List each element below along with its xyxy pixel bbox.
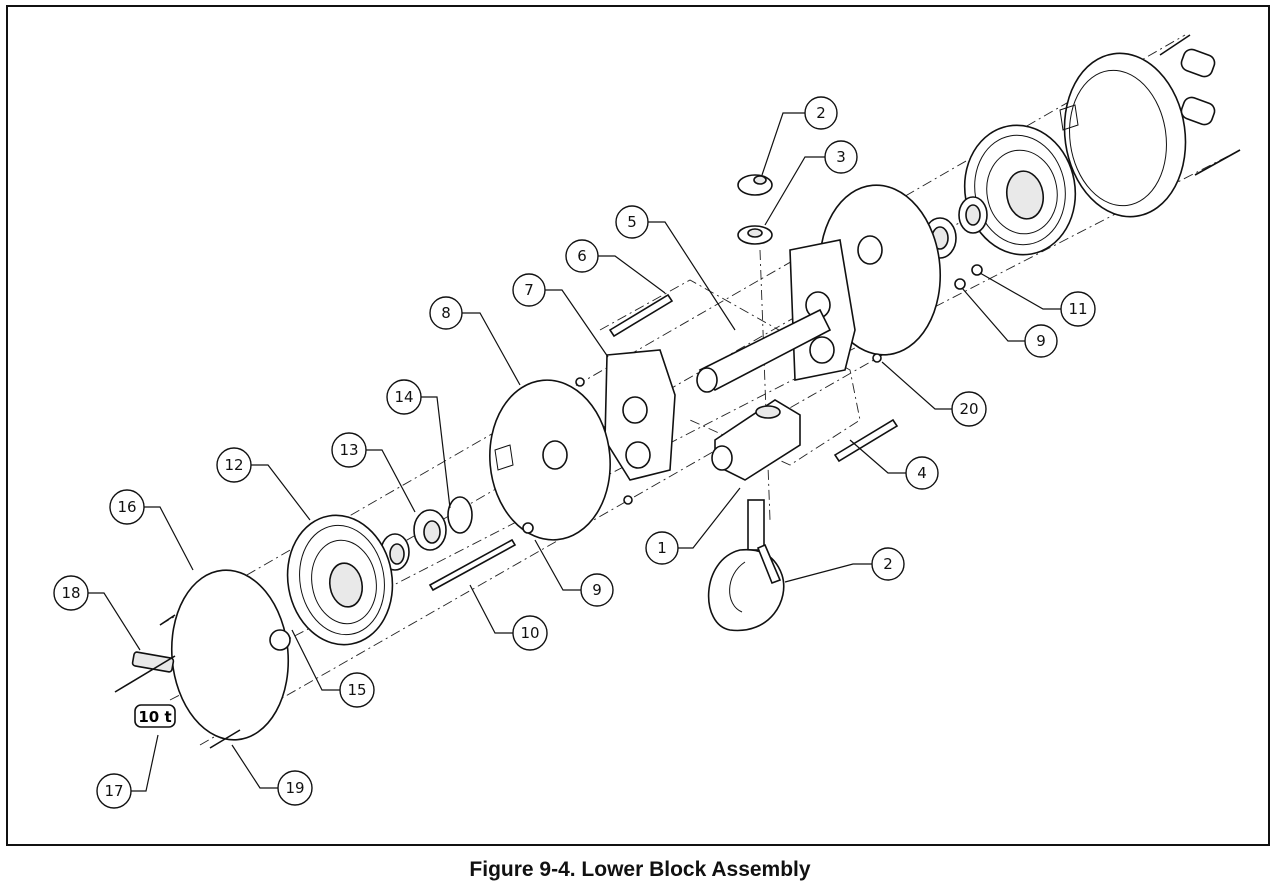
callout-18: 18 (53, 575, 89, 611)
svg-text:2: 2 (883, 555, 893, 573)
left-link-plate (604, 349, 676, 481)
svg-text:8: 8 (441, 304, 451, 322)
svg-text:17: 17 (104, 782, 123, 800)
left-side-plate (489, 379, 611, 541)
center-pin-4 (833, 418, 899, 463)
svg-text:15: 15 (347, 681, 366, 699)
callout-14: 14 (386, 379, 422, 415)
capacity-plate-17: 10 t (134, 704, 176, 728)
callout-16: 16 (109, 489, 145, 525)
center-pin-6 (608, 293, 674, 338)
callout-13: 13 (331, 432, 367, 468)
top-spacer (737, 174, 773, 196)
callout-11: 11 (1060, 291, 1096, 327)
svg-text:5: 5 (627, 213, 637, 231)
right-bearings (923, 196, 988, 259)
callout-15: 15 (339, 672, 375, 708)
callout-12: 12 (216, 447, 252, 483)
leader-lines (88, 112, 1061, 792)
svg-text:10: 10 (520, 624, 539, 642)
callout-1: 1 (645, 531, 679, 565)
retaining-ring-14 (447, 496, 473, 534)
right-link-plate (789, 239, 856, 381)
capacity-plate-text: 10 t (138, 708, 171, 726)
sheave-shaft (696, 308, 832, 393)
callout-9-left: 9 (580, 573, 614, 607)
callout-20: 20 (951, 391, 987, 427)
svg-text:14: 14 (394, 388, 413, 406)
hook (707, 499, 785, 632)
callout-3: 3 (824, 140, 858, 174)
exploded-assembly-drawing: 10 t 2 3 (53, 34, 1241, 809)
callout-9-right: 9 (1024, 324, 1058, 358)
svg-text:19: 19 (285, 779, 304, 797)
svg-text:16: 16 (117, 498, 136, 516)
svg-text:7: 7 (524, 281, 534, 299)
svg-text:3: 3 (836, 148, 846, 166)
callout-10: 10 (512, 615, 548, 651)
left-cover (170, 569, 291, 741)
callout-17: 17 (96, 773, 132, 809)
hook-trunnion (711, 399, 801, 481)
thrust-bearing (737, 225, 773, 245)
callout-5: 5 (615, 205, 649, 239)
svg-text:1: 1 (657, 539, 667, 557)
svg-text:2: 2 (816, 104, 826, 122)
right-side-cover (1059, 52, 1187, 218)
figure-caption: Figure 9-4. Lower Block Assembly (469, 858, 811, 881)
long-pin-10 (428, 538, 517, 592)
svg-text:9: 9 (592, 581, 602, 599)
callout-2-top: 2 (804, 96, 838, 130)
callout-4: 4 (905, 456, 939, 490)
right-nut-washer (872, 264, 983, 363)
svg-text:11: 11 (1068, 300, 1087, 318)
washer-9 (522, 377, 633, 534)
callout-19: 19 (277, 770, 313, 806)
callout-8: 8 (429, 296, 463, 330)
right-nameplate-slots (1180, 48, 1216, 126)
svg-text:13: 13 (339, 441, 358, 459)
svg-text:6: 6 (577, 247, 587, 265)
callout-2-hook: 2 (871, 547, 905, 581)
left-pins (114, 614, 241, 749)
svg-text:9: 9 (1036, 332, 1046, 350)
callout-6: 6 (565, 239, 599, 273)
left-bearing-13 (413, 509, 447, 551)
svg-text:20: 20 (959, 400, 978, 418)
svg-text:12: 12 (224, 456, 243, 474)
left-sheave (286, 514, 394, 646)
right-pins (1159, 34, 1241, 176)
name-badge-18 (131, 651, 175, 673)
svg-text:4: 4 (917, 464, 927, 482)
svg-text:18: 18 (61, 584, 80, 602)
callout-7: 7 (512, 273, 546, 307)
